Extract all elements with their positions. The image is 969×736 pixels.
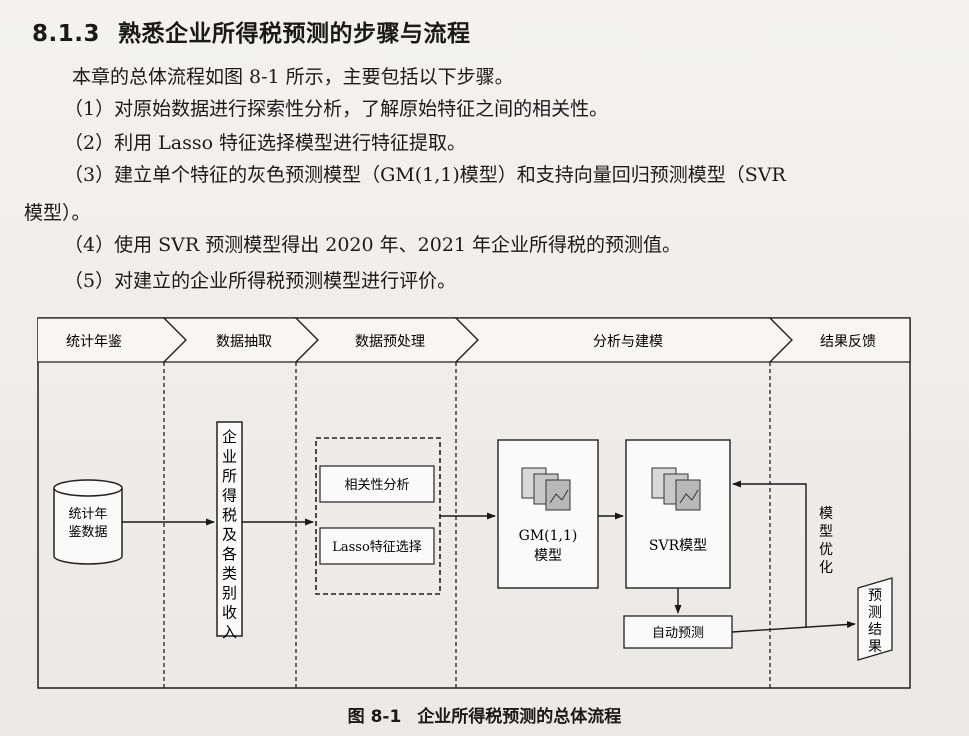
figure-title: 企业所得税预测的总体流程 [417, 707, 622, 727]
step-2: （2）利用 Lasso 特征选择模型进行特征提取。 [64, 132, 467, 154]
database-label-line1: 统计年 [68, 507, 107, 522]
gm-model-box: GM(1,1) 模型 [497, 439, 599, 589]
svr-model-box: SVR模型 [625, 439, 731, 589]
predict-result-box: 预测结果 [857, 577, 893, 661]
database-cylinder: 统计年 鉴数据 [53, 479, 123, 565]
section-number: 8.1.3 [32, 21, 100, 47]
database-label-line2: 鉴数据 [68, 525, 107, 540]
stage-dividers [163, 362, 771, 688]
step-3-continued: 模型）。 [24, 202, 91, 224]
extract-box: 企业所得税及各类别收入 [216, 421, 243, 641]
arrow-feedback-loop [732, 480, 807, 628]
gm-label-line1: GM(1,1) [519, 528, 578, 544]
stage-modeling: 分析与建模 [593, 334, 663, 350]
figure-number: 图 8-1 [347, 707, 402, 727]
figure-caption: 图 8-1 企业所得税预测的总体流程 [0, 702, 969, 727]
lasso-box [319, 527, 435, 565]
gm-stack-icon [521, 467, 571, 511]
flow-diagram: 统计年鉴 数据抽取 数据预处理 分析与建模 结果反馈 统计年 鉴数据 企业所得税… [37, 317, 911, 689]
section-heading: 8.1.3 熟悉企业所得税预测的步骤与流程 [32, 14, 471, 48]
section-title: 熟悉企业所得税预测的步骤与流程 [118, 21, 471, 47]
step-3: （3）建立单个特征的灰色预测模型（GM(1,1)模型）和支持向量回归预测模型（S… [64, 164, 786, 186]
auto-predict-box: 自动预测 [623, 615, 733, 649]
step-1: （1）对原始数据进行探索性分析，了解原始特征之间的相关性。 [64, 98, 609, 120]
correlation-box [319, 465, 435, 503]
auto-predict-label: 自动预测 [652, 626, 704, 641]
stage-preprocess: 数据预处理 [355, 334, 425, 350]
stage-extract: 数据抽取 [216, 334, 272, 350]
intro-paragraph: 本章的总体流程如图 8-1 所示，主要包括以下步骤。 [72, 66, 514, 88]
stage-statistics: 统计年鉴 [66, 334, 122, 350]
step-5: （5）对建立的企业所得税预测模型进行评价。 [64, 270, 457, 292]
lasso-label: Lasso特征选择 [332, 540, 422, 555]
stage-feedback: 结果反馈 [820, 334, 876, 350]
arrow-predict-to-result [731, 621, 856, 633]
model-optimize-label: 模型优化 [819, 506, 833, 576]
svr-label: SVR模型 [649, 538, 707, 554]
gm-label-line2: 模型 [534, 548, 562, 564]
preprocess-group: 相关性分析 Lasso特征选择 [315, 437, 441, 595]
flow-arrows [122, 480, 856, 633]
correlation-label: 相关性分析 [344, 478, 409, 493]
stage-header: 统计年鉴 数据抽取 数据预处理 分析与建模 结果反馈 [38, 317, 911, 363]
step-4: （4）使用 SVR 预测模型得出 2020 年、2021 年企业所得税的预测值。 [64, 234, 682, 256]
diagram-frame [37, 317, 911, 689]
predict-result-label: 预测结果 [868, 588, 882, 655]
extract-label: 企业所得税及各类别收入 [222, 428, 237, 641]
svr-stack-icon [651, 467, 701, 511]
